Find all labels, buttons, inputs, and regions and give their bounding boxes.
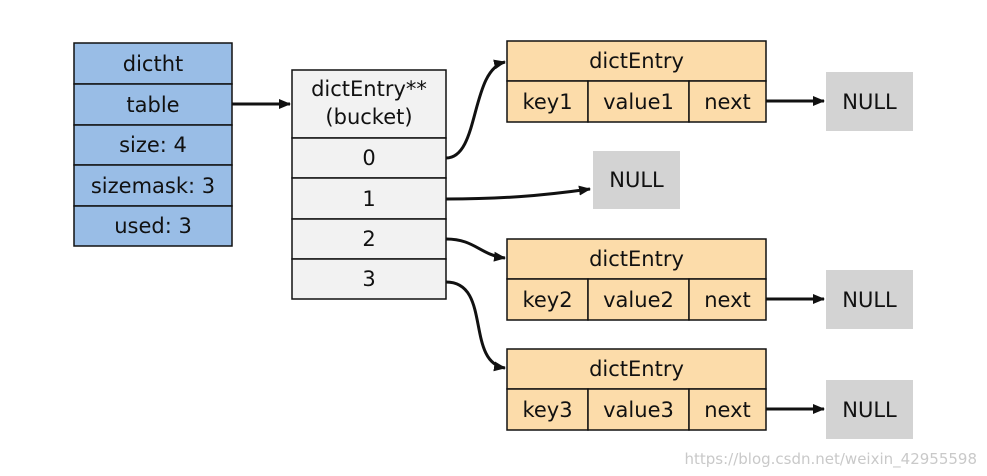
entry-2-value-cell (587, 278, 690, 321)
entry-2-key-cell (506, 278, 589, 321)
null-box-slot-1 (593, 151, 680, 209)
bucket-header-cell (291, 69, 447, 139)
bucket-array (291, 69, 447, 300)
entry-1-key-cell (506, 80, 589, 123)
entry-1-value-cell (587, 80, 690, 123)
dict-entry-2 (506, 238, 767, 321)
dictht-struct (73, 42, 233, 247)
entry-2-title-cell (506, 238, 767, 280)
arrow-slot-0-to-entry-1 (445, 59, 506, 160)
null-box-entry-3 (826, 380, 913, 439)
entry-3-next-cell (688, 388, 767, 431)
arrow-slot-1-to-null (445, 185, 591, 201)
entry-3-key-cell (506, 388, 589, 431)
dictht-sizemask-cell (73, 164, 233, 207)
dict-entry-1 (506, 40, 767, 123)
bucket-slot-2-cell (291, 218, 447, 260)
bucket-slot-0-cell (291, 137, 447, 179)
dictht-size-cell (73, 124, 233, 166)
arrow-slot-2-to-entry-2 (445, 237, 506, 262)
dictht-used-cell (73, 205, 233, 247)
entry-3-title-cell (506, 348, 767, 390)
dict-entry-3 (506, 348, 767, 431)
entry-1-title-cell (506, 40, 767, 82)
null-box-entry-1 (826, 72, 913, 131)
entry-3-value-cell (587, 388, 690, 431)
bucket-slot-1-cell (291, 177, 447, 220)
bucket-slot-3-cell (291, 258, 447, 300)
null-box-entry-2 (826, 270, 913, 329)
entry-1-next-cell (688, 80, 767, 123)
arrow-slot-3-to-entry-3 (445, 280, 506, 372)
dictht-table-cell (73, 83, 233, 126)
entry-2-next-cell (688, 278, 767, 321)
dictht-title-cell (73, 42, 233, 85)
watermark: https://blog.csdn.net/weixin_42955598 (684, 450, 977, 468)
